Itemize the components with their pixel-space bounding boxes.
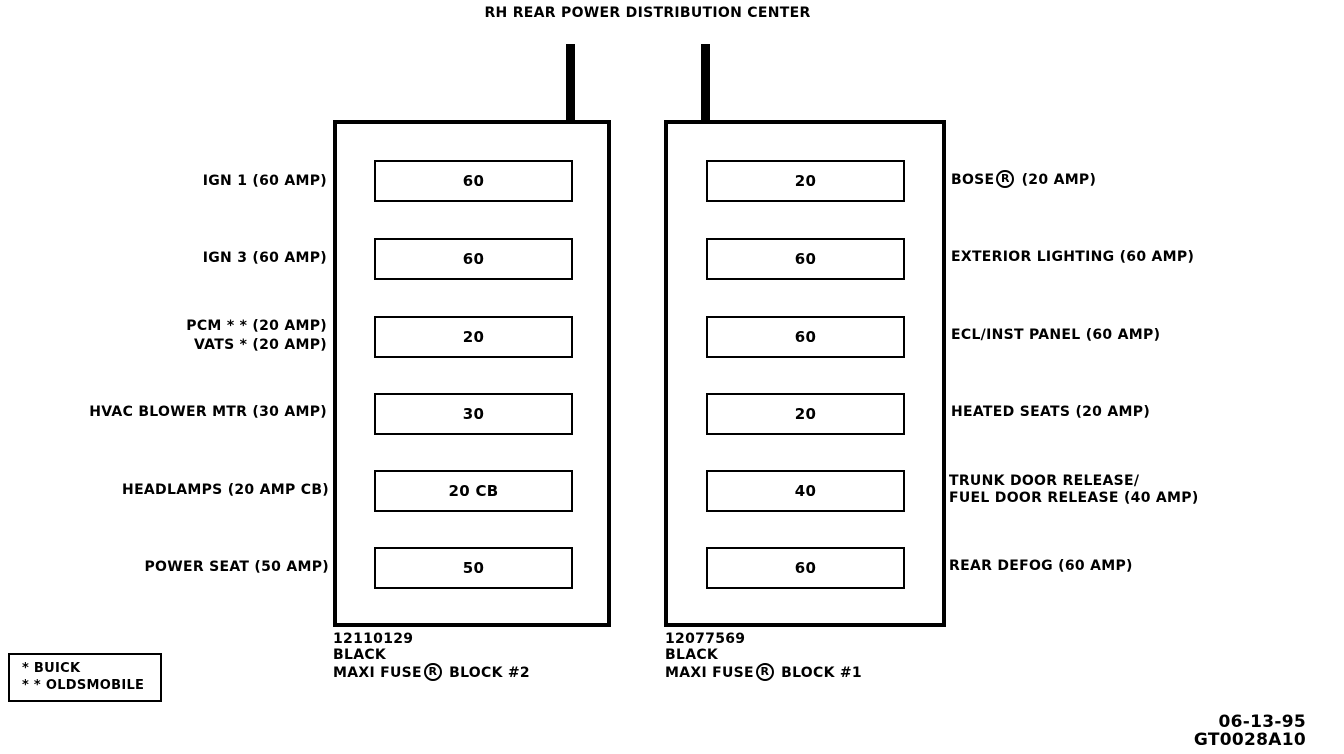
bose-amp-label: (20 AMP) bbox=[1021, 172, 1097, 188]
legend: * BUICK * * OLDSMOBILE bbox=[8, 653, 162, 702]
left-fuse-4: 30 bbox=[374, 393, 573, 435]
diagram-date: 06-13-95 bbox=[1218, 712, 1306, 732]
right-fuse-3: 60 bbox=[706, 316, 905, 358]
right-part-number: 12077569 bbox=[665, 631, 746, 647]
registered-trademark-icon: R bbox=[996, 170, 1015, 188]
left-color: BLACK bbox=[333, 647, 387, 663]
right-fuse-6: 60 bbox=[706, 547, 905, 589]
right-label-5b: FUEL DOOR RELEASE (40 AMP) bbox=[949, 490, 1199, 506]
right-fuse-4: 20 bbox=[706, 393, 905, 435]
legend-oldsmobile: * * OLDSMOBILE bbox=[22, 678, 145, 693]
diagram-title: RH REAR POWER DISTRIBUTION CENTER bbox=[484, 5, 811, 21]
right-label-4: HEATED SEATS (20 AMP) bbox=[951, 404, 1151, 420]
left-label-2: IGN 3 (60 AMP) bbox=[202, 250, 327, 266]
left-fuse-2: 60 bbox=[374, 238, 573, 280]
right-label-2: EXTERIOR LIGHTING (60 AMP) bbox=[951, 249, 1195, 265]
bose-label: BOSE bbox=[951, 172, 995, 188]
registered-trademark-icon: R bbox=[423, 663, 442, 681]
left-label-3a: PCM * * (20 AMP) bbox=[186, 318, 327, 334]
right-fuse-2: 60 bbox=[706, 238, 905, 280]
right-label-5a: TRUNK DOOR RELEASE/ bbox=[949, 473, 1140, 489]
registered-trademark-icon: R bbox=[755, 663, 774, 681]
right-name-prefix: MAXI FUSE bbox=[665, 665, 754, 681]
left-fuse-3: 20 bbox=[374, 316, 573, 358]
left-fuse-1: 60 bbox=[374, 160, 573, 202]
right-block-lead bbox=[701, 44, 710, 122]
left-label-5: HEADLAMPS (20 AMP CB) bbox=[122, 482, 329, 498]
right-label-6: REAR DEFOG (60 AMP) bbox=[949, 558, 1133, 574]
maxi-fuse-block-1: 20 60 60 20 40 60 bbox=[664, 120, 946, 627]
left-part-number: 12110129 bbox=[333, 631, 414, 647]
left-block-lead bbox=[566, 44, 575, 122]
left-name-prefix: MAXI FUSE bbox=[333, 665, 422, 681]
left-label-3b: VATS * (20 AMP) bbox=[193, 337, 327, 353]
right-color: BLACK bbox=[665, 647, 719, 663]
left-label-4: HVAC BLOWER MTR (30 AMP) bbox=[89, 404, 327, 420]
right-fuse-5: 40 bbox=[706, 470, 905, 512]
left-fuse-5: 20 CB bbox=[374, 470, 573, 512]
diagram-code: GT0028A10 bbox=[1193, 730, 1306, 750]
left-fuse-6: 50 bbox=[374, 547, 573, 589]
right-label-3: ECL/INST PANEL (60 AMP) bbox=[951, 327, 1161, 343]
right-name-suffix: BLOCK #1 bbox=[781, 665, 862, 681]
legend-buick: * BUICK bbox=[22, 661, 81, 676]
maxi-fuse-block-2: 60 60 20 30 20 CB 50 bbox=[333, 120, 611, 627]
left-name-suffix: BLOCK #2 bbox=[449, 665, 530, 681]
left-label-1: IGN 1 (60 AMP) bbox=[202, 173, 327, 189]
left-label-6: POWER SEAT (50 AMP) bbox=[144, 559, 329, 575]
right-fuse-1: 20 bbox=[706, 160, 905, 202]
